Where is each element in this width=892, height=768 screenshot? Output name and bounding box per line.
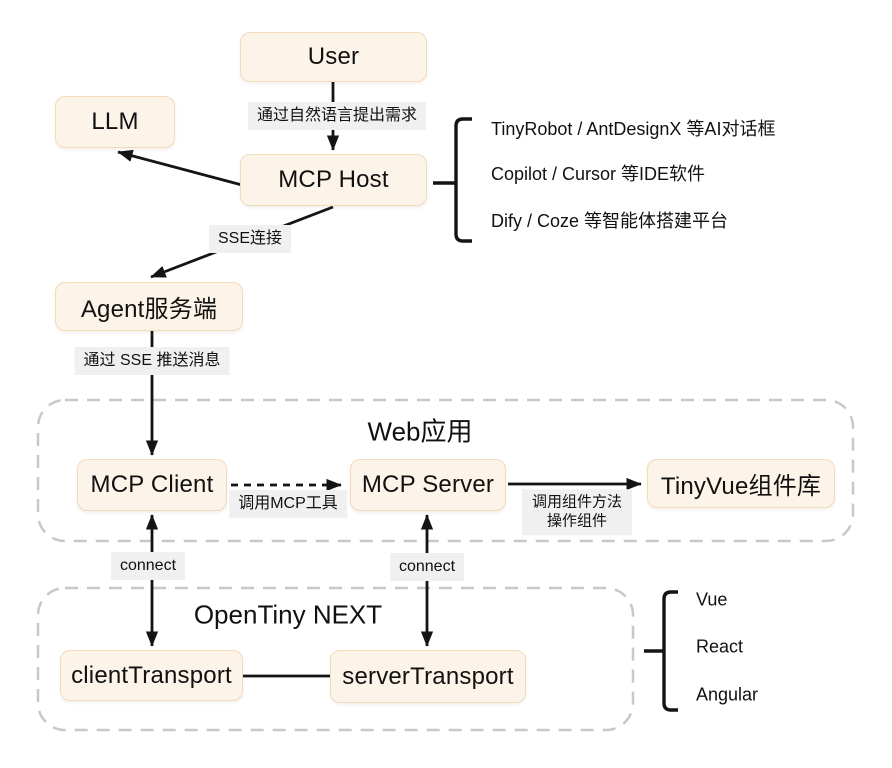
edge-mcp-host-to-llm <box>117 149 243 187</box>
mcp-host-examples-bracket <box>433 117 472 243</box>
node-client-transport: clientTransport <box>60 650 243 701</box>
edge-label-connect-server: connect <box>389 553 465 581</box>
opentiny-next-title: OpenTiny NEXT <box>193 599 383 630</box>
node-server-transport: serverTransport <box>330 650 526 703</box>
edge-label-call-component-line2: 操作组件 <box>546 512 608 529</box>
frameworks-bracket <box>644 590 678 712</box>
web-app-container-border <box>36 398 855 543</box>
edge-label-call-mcp-tools: 调用MCP工具 <box>229 490 347 518</box>
edge-label-natural-language-request: 通过自然语言提出需求 <box>247 102 427 130</box>
edge-label-connect-client: connect <box>110 552 186 580</box>
edge-label-call-component-line1: 调用组件方法 <box>531 493 623 511</box>
mcp-host-example-item: Copilot / Cursor 等IDE软件 <box>491 164 706 184</box>
edge-label-call-component: 调用组件方法 操作组件 <box>521 489 633 535</box>
mcp-host-example-item: TinyRobot / AntDesignX 等AI对话框 <box>491 119 776 139</box>
web-app-title: Web应用 <box>367 416 473 447</box>
node-mcp-server: MCP Server <box>350 459 506 511</box>
node-user: User <box>240 32 427 82</box>
edge-label-sse-connection: SSE连接 <box>208 225 292 253</box>
node-llm: LLM <box>55 96 175 148</box>
node-agent-server: Agent服务端 <box>55 282 243 331</box>
node-mcp-client: MCP Client <box>77 459 227 511</box>
framework-item: Vue <box>696 589 728 610</box>
opentiny-next-container-border <box>36 586 635 732</box>
node-mcp-host: MCP Host <box>240 154 427 206</box>
mcp-host-example-item: Dify / Coze 等智能体搭建平台 <box>491 211 729 231</box>
framework-item: Angular <box>696 684 759 705</box>
node-tinyvue-library: TinyVue组件库 <box>647 459 835 508</box>
edge-label-sse-push: 通过 SSE 推送消息 <box>74 347 230 375</box>
framework-item: React <box>696 636 744 657</box>
